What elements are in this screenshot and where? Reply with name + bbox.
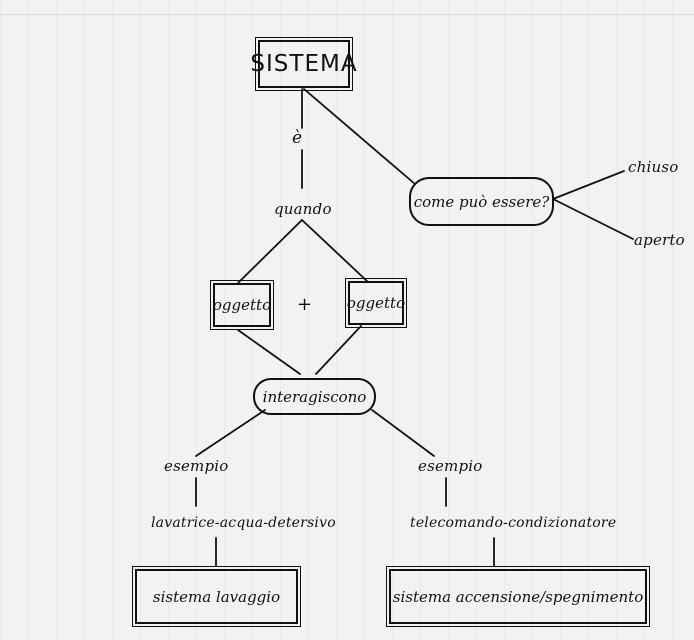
link-label-e: è: [292, 128, 303, 148]
node-system-right: sistema accensione/spegnimento: [386, 566, 650, 627]
node-system-left: sistema lavaggio: [132, 566, 301, 627]
node-oggetto-left: oggetto: [210, 280, 274, 330]
line-quando-to-oggetto-right: [301, 219, 369, 283]
node-oggetto-right: oggetto: [345, 278, 407, 328]
node-interagiscono: interagiscono: [253, 378, 376, 415]
node-come-label: come può essere?: [413, 192, 550, 211]
node-interagiscono-label: interagiscono: [262, 387, 367, 406]
node-esempio-left: esempio: [164, 457, 229, 475]
line-come-to-aperto: [552, 198, 634, 240]
node-example-right-items: telecomando-condizionatore: [410, 515, 617, 531]
line-come-to-chiuso: [552, 170, 625, 200]
node-system-right-label: sistema accensione/spegnimento: [392, 587, 644, 606]
line-quando-to-oggetto-left: [236, 219, 303, 285]
line-oggetto-right-to-interagiscono: [315, 325, 362, 375]
root-node-label: SISTEMA: [250, 51, 358, 77]
plus-sign: +: [297, 294, 313, 315]
node-come-puo-essere: come può essere?: [409, 177, 554, 226]
node-system-left-label: sistema lavaggio: [152, 587, 281, 606]
node-aperto: aperto: [634, 231, 685, 249]
line-interagiscono-to-esempio-right: [371, 409, 435, 457]
node-esempio-right: esempio: [418, 457, 483, 475]
node-quando: quando: [274, 200, 332, 218]
root-node-sistema: SISTEMA: [250, 37, 357, 91]
node-chiuso: chiuso: [628, 158, 679, 176]
line-oggetto-left-to-interagiscono: [237, 329, 301, 375]
node-oggetto-right-label: oggetto: [346, 294, 406, 312]
line-sistema-to-come: [303, 88, 416, 185]
node-example-left-items: lavatrice-acqua-detersivo: [151, 515, 336, 531]
node-oggetto-left-label: oggetto: [212, 296, 272, 314]
line-interagiscono-to-esempio-left: [195, 409, 266, 457]
